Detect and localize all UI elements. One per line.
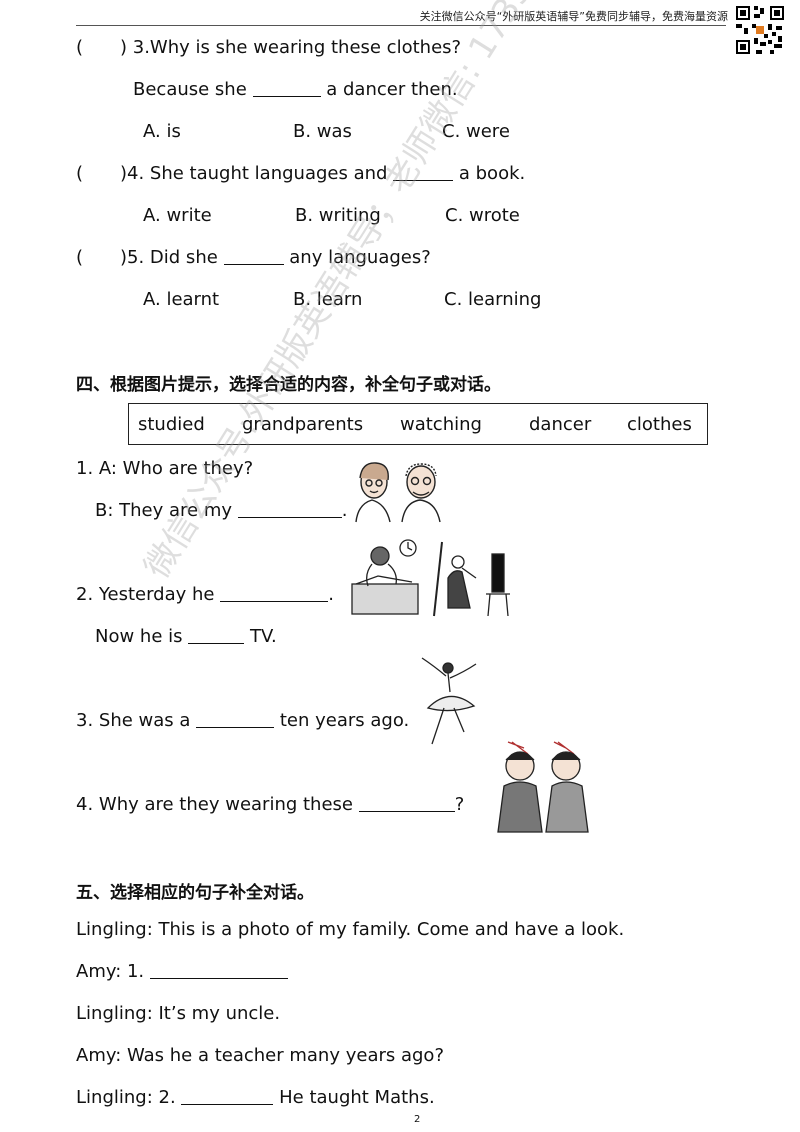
- answer-blank[interactable]: [237, 501, 342, 518]
- answer-blank[interactable]: [188, 627, 245, 644]
- section-5-title: 五、选择相应的句子补全对话。: [76, 883, 314, 903]
- answer-paren-close: ): [120, 163, 128, 184]
- item-3-sentence: 3. She was a ten years ago.: [76, 709, 409, 733]
- item-2-second-sentence: Now he is TV.: [95, 625, 277, 649]
- answer-blank[interactable]: [196, 711, 275, 728]
- question-3-sentence: Because she a dancer then.: [133, 78, 458, 102]
- answer-blank[interactable]: [252, 80, 321, 97]
- option-a: A. write: [143, 205, 212, 226]
- dialogue-line-1: Lingling: This is a photo of my family. …: [76, 919, 625, 940]
- traditional-clothes-picture: [497, 741, 589, 833]
- question-4: ()4. She taught languages and a book.: [76, 162, 525, 186]
- sentence-text: a dancer then.: [320, 79, 458, 100]
- answer-paren-close: ): [120, 37, 128, 58]
- option-a: A. learnt: [143, 289, 220, 310]
- question-4-text-end: a book.: [453, 163, 526, 184]
- header-divider: [76, 25, 726, 26]
- dialogue-line-3: Lingling: It’s my uncle.: [76, 1003, 281, 1024]
- option-b: B. writing: [295, 205, 381, 226]
- answer-paren-open: (: [76, 163, 84, 184]
- item-1-answer: B: They are my .: [95, 499, 347, 523]
- word-bank-item: studied: [138, 414, 205, 435]
- answer-blank[interactable]: [223, 248, 284, 265]
- word-bank-item: dancer: [529, 414, 592, 435]
- option-c: C. wrote: [445, 205, 520, 226]
- sentence-text: 3. She was a: [76, 710, 197, 731]
- sentence-text: TV.: [244, 626, 277, 647]
- sentence-text: Amy: 1.: [76, 961, 150, 982]
- word-bank-item: grandparents: [242, 414, 364, 435]
- sentence-text: .: [341, 500, 348, 521]
- question-3: () 3.Why is she wearing these clothes?: [76, 36, 461, 60]
- answer-paren-close: ): [120, 247, 128, 268]
- option-c: C. were: [442, 121, 510, 142]
- question-5-text: 5. Did she: [127, 247, 224, 268]
- sentence-text: ?: [454, 794, 465, 815]
- option-a: A. is: [143, 121, 181, 142]
- answer-blank[interactable]: [181, 1088, 274, 1105]
- question-5: ()5. Did she any languages?: [76, 246, 431, 270]
- item-1-question: 1. A: Who are they?: [76, 458, 254, 479]
- item-2-sentence: 2. Yesterday he .: [76, 583, 334, 607]
- studying-and-watching-tv-picture: [351, 539, 510, 617]
- question-3-text: 3.Why is she wearing these clothes?: [127, 37, 462, 58]
- ballet-dancer-picture: [421, 657, 477, 745]
- dialogue-line-4: Amy: Was he a teacher many years ago?: [76, 1045, 444, 1066]
- dialogue-line-5: Lingling: 2. He taught Maths.: [76, 1086, 435, 1110]
- sentence-text: 4. Why are they wearing these: [76, 794, 359, 815]
- page-number: 2: [414, 1114, 421, 1125]
- section-4-title: 四、根据图片提示，选择合适的内容，补全句子或对话。: [76, 375, 501, 395]
- option-c: C. learning: [444, 289, 542, 310]
- answer-blank[interactable]: [149, 962, 288, 979]
- sentence-text: He taught Maths.: [273, 1087, 435, 1108]
- sentence-text: 2. Yesterday he: [76, 584, 221, 605]
- item-4-sentence: 4. Why are they wearing these ?: [76, 793, 464, 817]
- question-5-text-end: any languages?: [283, 247, 431, 268]
- dialogue-line-2: Amy: 1.: [76, 960, 288, 984]
- word-bank-item: clothes: [627, 414, 692, 435]
- sentence-text: .: [328, 584, 334, 605]
- option-b: B. learn: [293, 289, 363, 310]
- answer-blank[interactable]: [393, 164, 454, 181]
- sentence-text: Because she: [133, 79, 253, 100]
- grandparents-picture: [355, 462, 441, 523]
- sentence-text: ten years ago.: [274, 710, 410, 731]
- header-text: 关注微信公众号“外研版英语辅导”免费同步辅导，免费海量资源: [419, 10, 728, 23]
- sentence-text: Now he is: [95, 626, 189, 647]
- sentence-text: Lingling: 2.: [76, 1087, 182, 1108]
- answer-blank[interactable]: [358, 795, 455, 812]
- answer-paren-open: (: [76, 37, 84, 58]
- qr-code-icon: [734, 4, 786, 56]
- answer-paren-open: (: [76, 247, 84, 268]
- answer-blank[interactable]: [220, 585, 329, 602]
- question-4-text: 4. She taught languages and: [127, 163, 394, 184]
- option-b: B. was: [293, 121, 352, 142]
- word-bank-item: watching: [400, 414, 482, 435]
- word-bank: studied grandparents watching dancer clo…: [128, 403, 708, 445]
- sentence-text: B: They are my: [95, 500, 238, 521]
